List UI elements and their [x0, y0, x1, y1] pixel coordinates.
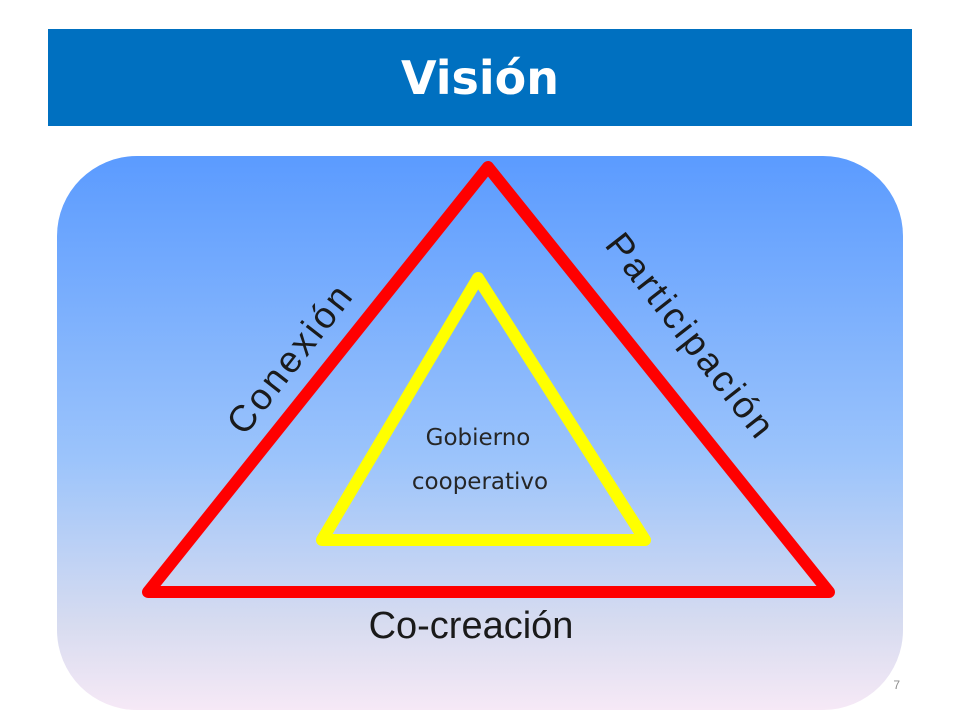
- diagram-panel: [57, 156, 903, 710]
- inner-triangle: [316, 272, 651, 546]
- cooperativo-label: cooperativo: [412, 469, 548, 495]
- slide-title: Visión: [400, 50, 560, 105]
- title-bar: Visión: [48, 29, 912, 126]
- gobierno-label: Gobierno: [426, 425, 531, 451]
- cocreacion-label: Co-creación: [369, 605, 574, 647]
- outer-triangle: [142, 161, 835, 598]
- page-number: 7: [893, 678, 900, 692]
